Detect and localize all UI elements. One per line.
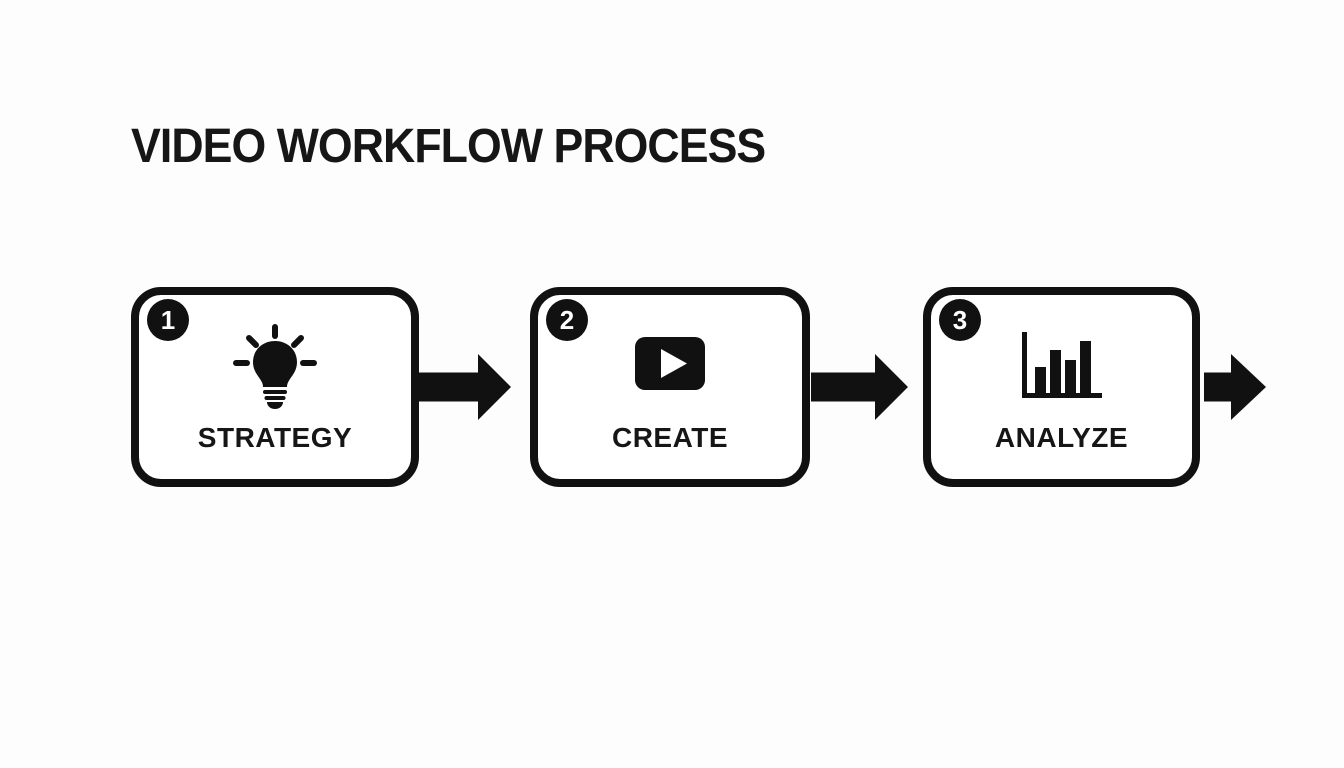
lightbulb-icon	[233, 323, 317, 414]
bar-chart-icon	[1021, 332, 1102, 403]
step-box-analyze: 3 ANALYZE	[923, 287, 1200, 487]
step-label: STRATEGY	[197, 422, 353, 453]
step-box-strategy: 1 STRATEGY	[131, 287, 419, 487]
step-number-badge: 3	[939, 299, 981, 341]
flow-arrow-icon	[1204, 354, 1266, 420]
step-label: ANALYZE	[994, 422, 1129, 453]
step-number-badge: 1	[147, 299, 189, 341]
step-label: CREATE	[611, 422, 729, 453]
page-title: VIDEO WORKFLOW PROCESS	[131, 120, 766, 173]
flow-arrow-icon	[811, 354, 908, 420]
flow-arrow-icon	[413, 354, 511, 420]
play-video-icon	[635, 337, 705, 395]
step-number-badge: 2	[546, 299, 588, 341]
step-box-create: 2 CREATE	[530, 287, 810, 487]
